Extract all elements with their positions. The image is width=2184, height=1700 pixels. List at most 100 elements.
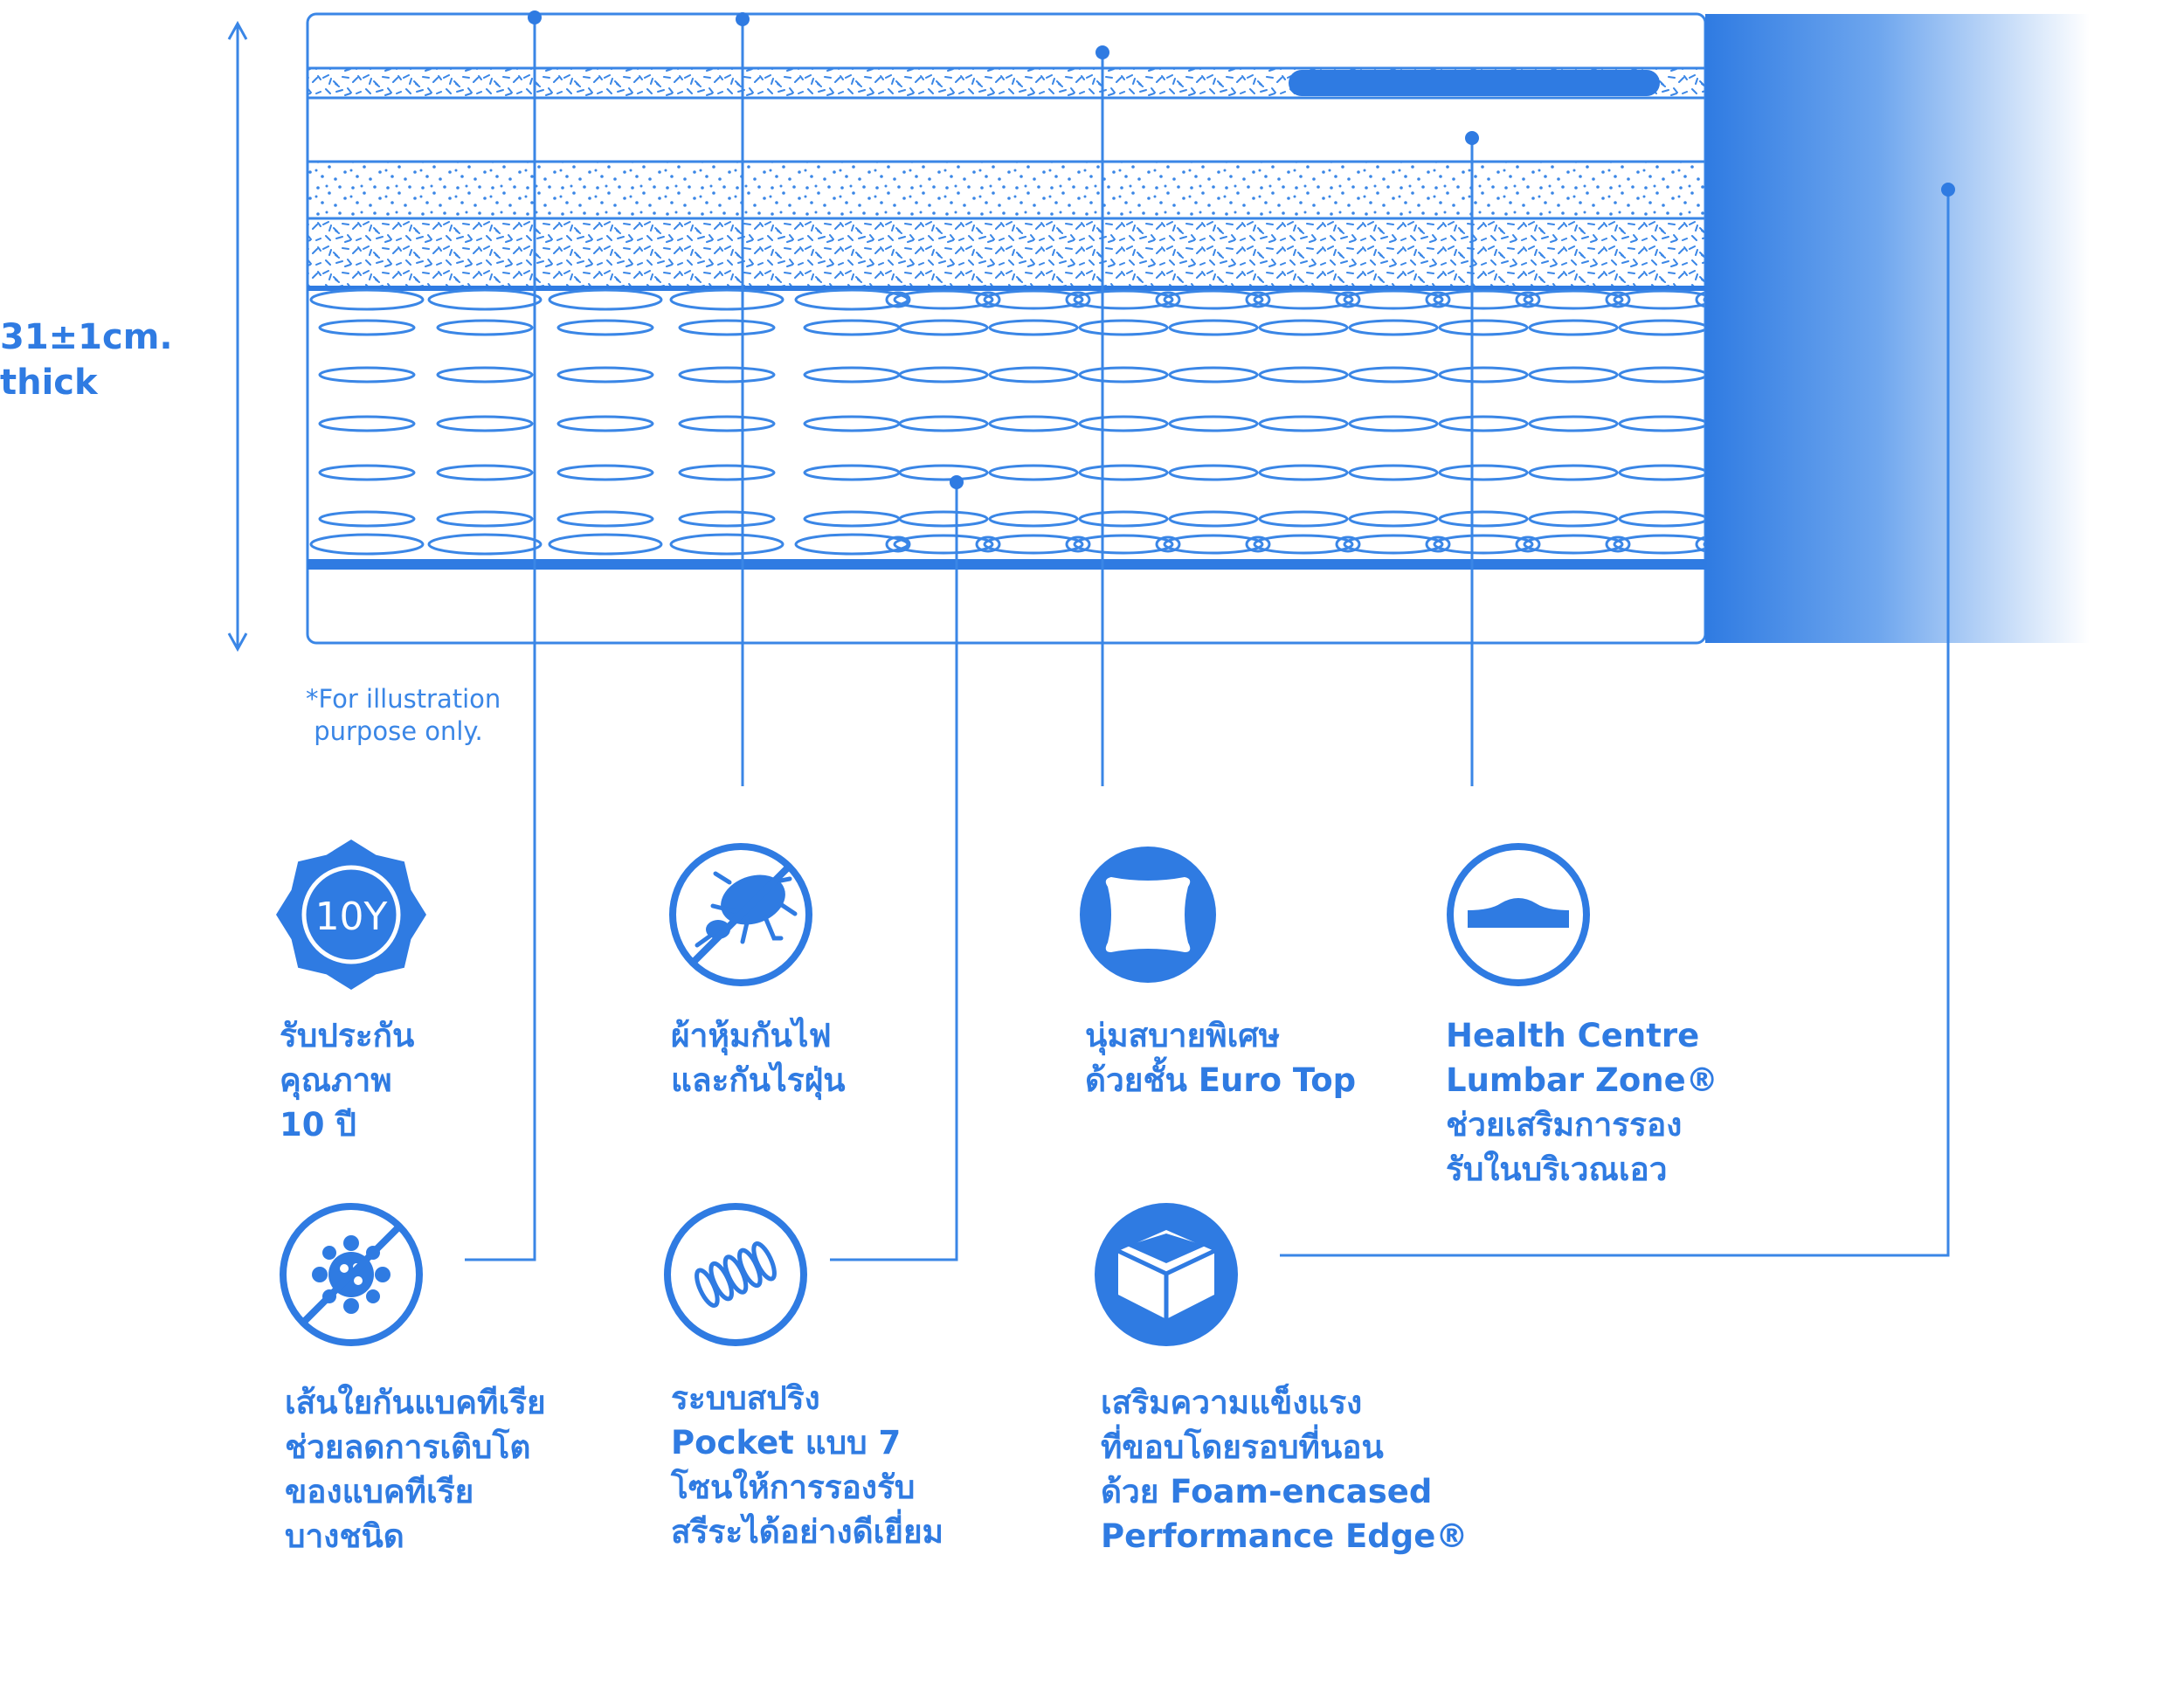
spring-coil — [1258, 464, 1349, 481]
spring-coil — [1258, 366, 1349, 384]
feature-foam-edge-text: เสริมความแข็งแรง ที่ขอบโดยรอบที่นอน ด้วย… — [1101, 1384, 1469, 1555]
lumbar-support-icon — [1447, 843, 1590, 986]
spring-coil — [436, 366, 534, 384]
lumbar-zone-bar — [1289, 70, 1660, 96]
anti-bacteria-fiber-layer — [306, 217, 1707, 290]
spring-coil — [678, 510, 776, 528]
spring-coil — [1155, 536, 1181, 553]
spring-coil — [1343, 534, 1444, 555]
spring-coil — [556, 415, 654, 432]
spring-coil — [1335, 291, 1361, 308]
spring-coil — [885, 536, 911, 553]
mattress-cross-section — [306, 12, 2090, 645]
spring-coil — [436, 415, 534, 432]
spring-coil — [1348, 464, 1439, 481]
anti-bacteria-icon — [280, 1203, 423, 1346]
spring-coil — [893, 534, 994, 555]
spring-coil — [988, 366, 1079, 384]
dot-foam-layer — [306, 160, 1707, 220]
spring-coil — [1335, 536, 1361, 553]
spring-coil — [988, 510, 1079, 528]
spring-coil — [1438, 366, 1529, 384]
spring-coil — [1078, 510, 1169, 528]
spring-coil — [1078, 464, 1169, 481]
spring-coil — [318, 319, 416, 336]
spring-coil — [1528, 319, 1619, 336]
spring-coil — [1073, 289, 1174, 310]
spring-coil — [436, 319, 534, 336]
feature-fire-dustmite-text: ผ้าหุ้มกันไฟ และกันไรฝุ่น — [671, 1017, 846, 1099]
feature-warranty-text: รับประกัน คุณภาพ 10 ปี — [280, 1017, 415, 1144]
leader-dots — [528, 10, 1955, 489]
spring-coil — [1168, 366, 1259, 384]
spring-coil — [1523, 289, 1624, 310]
spring-coil — [1515, 291, 1541, 308]
spring-coil — [1073, 534, 1174, 555]
spring-coil — [1245, 291, 1271, 308]
spring-coil — [1523, 534, 1624, 555]
spring-coil — [794, 533, 909, 556]
spring-coil — [556, 510, 654, 528]
spring-coil — [1258, 415, 1349, 432]
spring-coil — [556, 464, 654, 481]
spring-coil — [1433, 534, 1534, 555]
spring-coil — [1515, 536, 1541, 553]
leader-lines — [465, 17, 1950, 1261]
spring-coil — [1245, 536, 1271, 553]
spring-coil — [1348, 415, 1439, 432]
spring-coil — [1528, 366, 1619, 384]
base-bar — [308, 559, 1705, 570]
spring-coil — [548, 533, 663, 556]
foam-encased-edge-icon — [1095, 1203, 1238, 1346]
spring-coil — [1065, 291, 1091, 308]
spring-coil — [1078, 415, 1169, 432]
spring-coil — [1348, 366, 1439, 384]
pillow-icon — [1080, 847, 1216, 983]
spring-coil — [1348, 510, 1439, 528]
pocket-springs — [309, 288, 1804, 556]
spring-coil — [548, 288, 663, 311]
spring-coil — [988, 464, 1079, 481]
spring-coil — [1078, 366, 1169, 384]
spring-coil — [1343, 289, 1444, 310]
spring-coil — [1605, 291, 1631, 308]
spring-coil — [1168, 415, 1259, 432]
spring-coil — [309, 288, 425, 311]
badge-text: 10Y — [315, 895, 388, 939]
spring-coil — [1155, 291, 1181, 308]
spring-coil — [318, 510, 416, 528]
spring-coil — [309, 533, 425, 556]
spring-coil — [1253, 289, 1354, 310]
spring-coil — [1438, 510, 1529, 528]
spring-coil — [1078, 319, 1169, 336]
spring-coil — [794, 288, 909, 311]
illustration-note: *For illustration purpose only. — [306, 684, 501, 746]
spring-coil — [975, 536, 1001, 553]
spring-coil — [318, 366, 416, 384]
spring-coil — [1433, 289, 1534, 310]
feature-euro-top-text: นุ่มสบายพิเศษ ด้วยชั้น Euro Top — [1085, 1017, 1357, 1099]
spring-coil — [678, 415, 776, 432]
spring-coil — [898, 415, 989, 432]
spring-coil — [1348, 319, 1439, 336]
no-dust-mite-icon — [669, 843, 812, 986]
spring-coil — [669, 533, 784, 556]
spring-coil — [1528, 464, 1619, 481]
spring-coil — [983, 534, 1084, 555]
spring-coil — [1168, 319, 1259, 336]
spring-coil — [1163, 534, 1264, 555]
spring-coil — [1168, 510, 1259, 528]
spring-coil — [988, 319, 1079, 336]
spring-coil — [1065, 536, 1091, 553]
spring-coil — [669, 288, 784, 311]
spring-coil — [975, 291, 1001, 308]
feature-lumbar-text: Health Centre Lumbar Zone® ช่วยเสริมการร… — [1446, 1017, 1718, 1188]
spring-coil — [1438, 319, 1529, 336]
spring-coil — [678, 319, 776, 336]
spring-coil — [318, 415, 416, 432]
spring-coil — [898, 464, 989, 481]
spring-coil — [893, 289, 994, 310]
spring-coil — [983, 289, 1084, 310]
spring-coil — [1253, 534, 1354, 555]
spring-coil — [556, 366, 654, 384]
